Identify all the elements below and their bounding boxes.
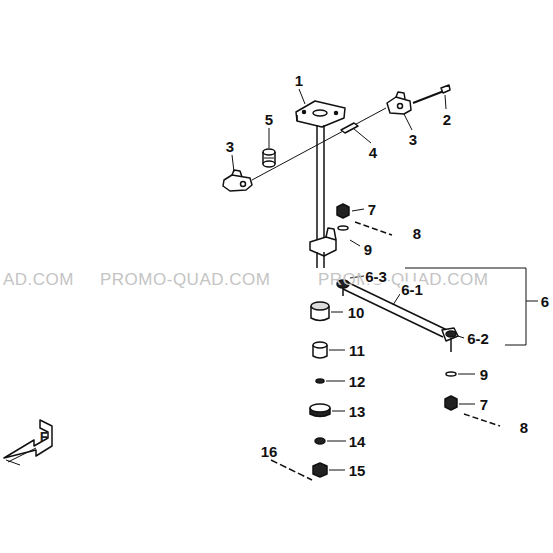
- callout-number: 6: [540, 294, 550, 309]
- callout-number: 11: [348, 343, 366, 358]
- callout-number: 6-1: [400, 282, 424, 297]
- callout-number: 6-2: [466, 331, 490, 346]
- callout-number: 9: [479, 367, 489, 382]
- callout-number: 15: [348, 463, 367, 478]
- callout-number: 13: [348, 404, 367, 419]
- callout-number: 7: [479, 397, 489, 412]
- callout-number: 8: [412, 226, 422, 241]
- front-symbol-letter: F: [40, 430, 49, 444]
- callout-number: 14: [348, 434, 367, 449]
- callout-number: 10: [347, 305, 366, 320]
- callout-number: 16: [260, 444, 279, 459]
- callout-number: 8: [519, 420, 529, 435]
- callout-number: 1: [294, 73, 304, 88]
- callout-number: 3: [225, 139, 235, 154]
- watermark: PROMO-QUAD.COM: [100, 271, 270, 288]
- callout-number: 2: [442, 112, 452, 127]
- callout-number: 12: [348, 374, 367, 389]
- callout-number: 6-3: [364, 269, 388, 284]
- callout-number: 5: [264, 112, 274, 127]
- callout-number: 4: [368, 145, 378, 160]
- watermark: AD.COM: [3, 271, 74, 288]
- callout-number: 3: [408, 132, 418, 147]
- callout-number: 9: [363, 242, 373, 257]
- callout-number: 7: [367, 202, 377, 217]
